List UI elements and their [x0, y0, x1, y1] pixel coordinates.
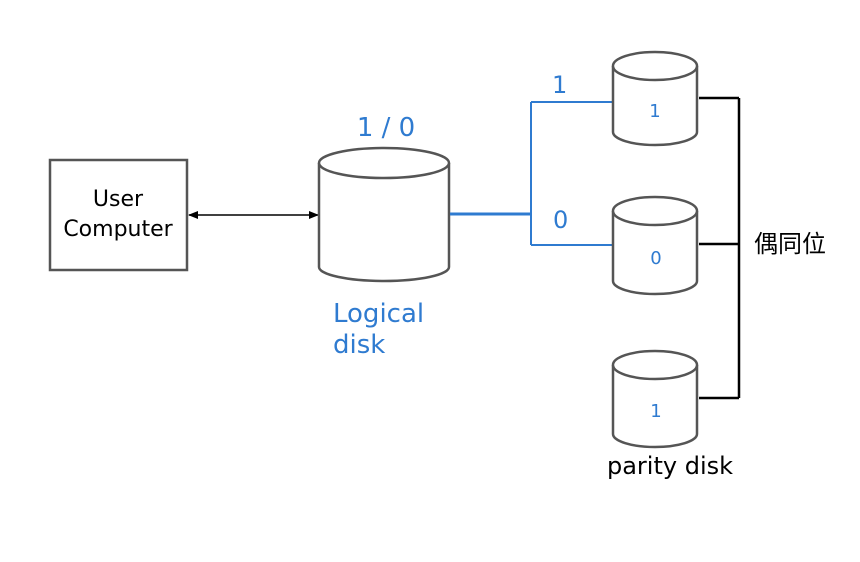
logical-disk-cylinder — [317, 146, 451, 283]
parity-disk: 1 — [611, 349, 699, 449]
logical-disk-value-label: 1 / 0 — [357, 113, 415, 143]
logical-disk-caption-line2: disk — [333, 330, 385, 360]
physical-disk-1: 1 — [611, 50, 699, 147]
physical-disk-2: 0 — [611, 195, 699, 296]
branch-top-bit-label: 1 — [552, 71, 567, 99]
user-computer-box: User Computer — [48, 158, 189, 272]
parity-disk-value: 1 — [650, 401, 661, 422]
disk-2-value: 0 — [650, 248, 661, 269]
branch-bottom-bit-label: 0 — [553, 206, 568, 234]
blue-branch-connector — [450, 101, 614, 246]
parity-label: 偶同位 — [754, 230, 826, 258]
disk-1-value: 1 — [649, 101, 660, 122]
user-computer-label-line1: User — [93, 187, 144, 212]
logical-disk-caption-line1: Logical — [333, 299, 424, 329]
parity-disk-caption: parity disk — [607, 452, 733, 480]
user-computer-label-line2: Computer — [63, 217, 173, 242]
parity-bracket — [699, 96, 741, 400]
